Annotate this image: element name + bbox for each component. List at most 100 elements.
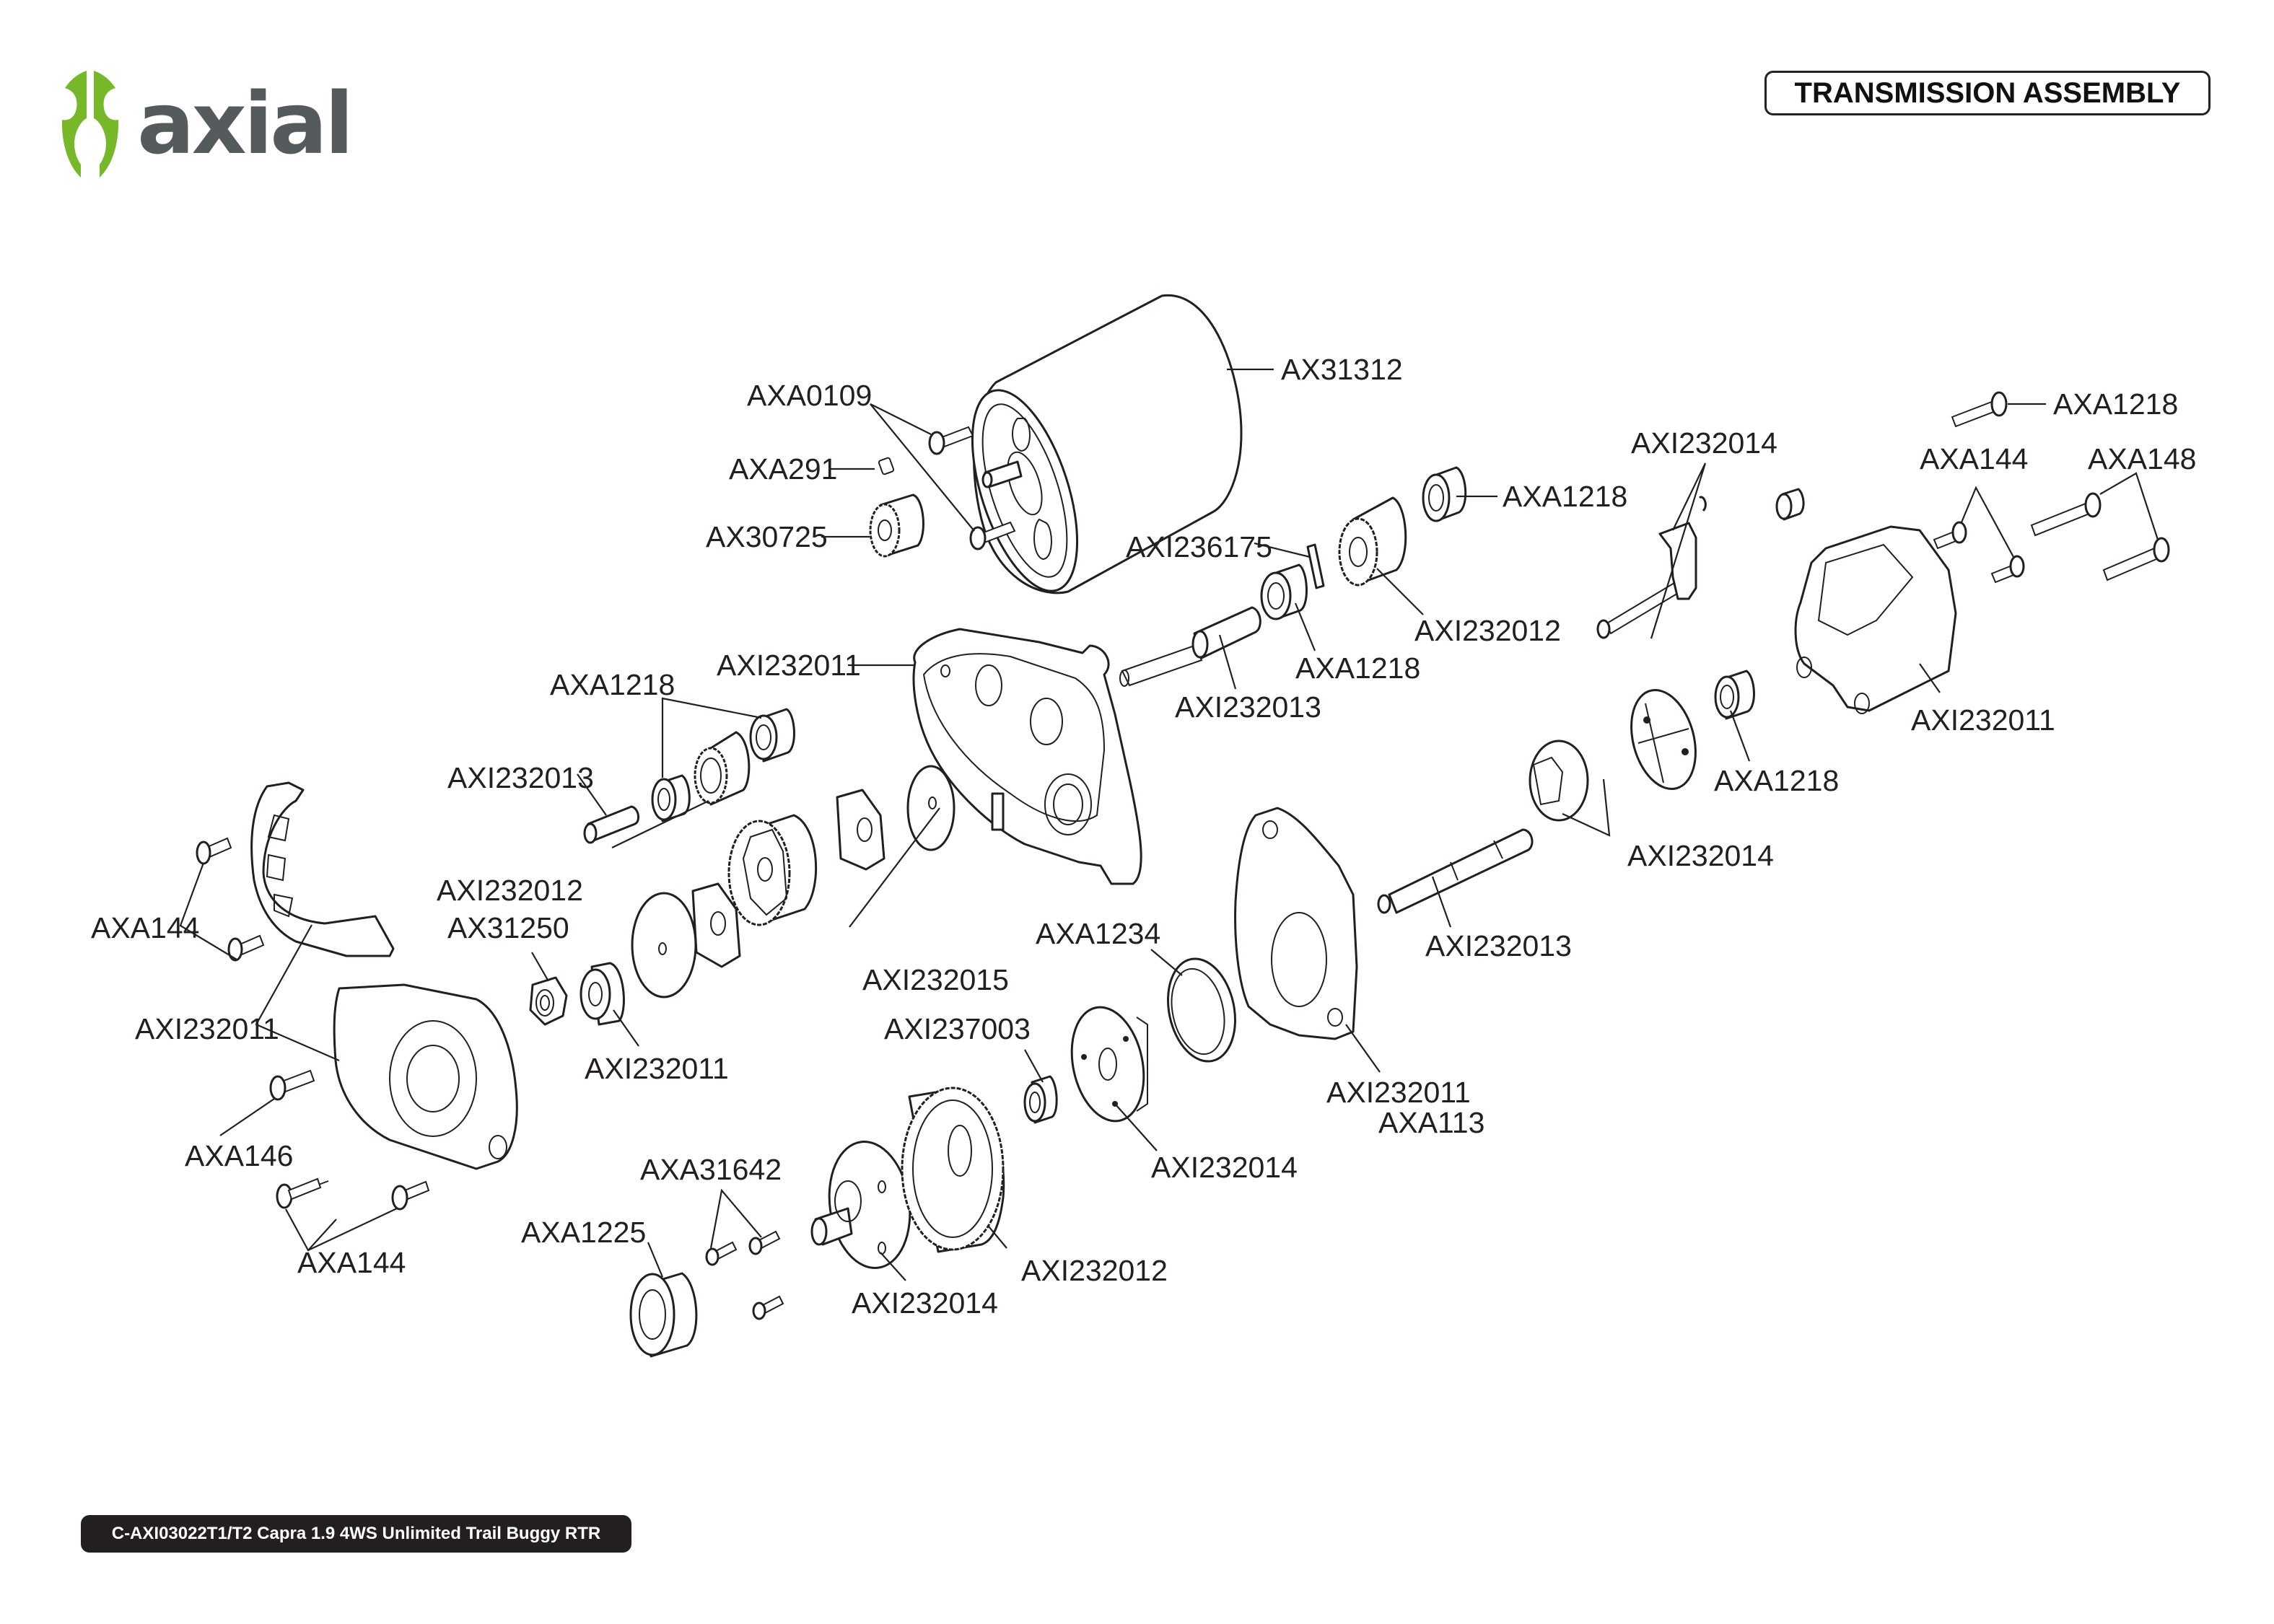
output-shaft-icon xyxy=(1377,828,1534,914)
leader-line xyxy=(2099,472,2159,540)
pinion-gear-icon xyxy=(869,493,924,558)
nut-icon xyxy=(529,976,568,1026)
leader-line xyxy=(849,807,940,928)
label-spacer: AXI232011 xyxy=(585,1052,729,1085)
set-screw-icon xyxy=(878,457,895,475)
gear-icon xyxy=(727,814,818,926)
side-case-part xyxy=(1234,807,1358,1040)
leader-line xyxy=(1650,462,1707,639)
leader-line xyxy=(613,1009,639,1047)
leader-line xyxy=(611,800,709,848)
axial-emblem-icon xyxy=(61,71,119,177)
label-cover-screw: AXA146 xyxy=(185,1139,293,1172)
product-badge-text: C-AXI03022T1/T2 Capra 1.9 4WS Unlimited … xyxy=(111,1524,601,1543)
spacer-icon xyxy=(580,962,625,1026)
leader-line xyxy=(1919,663,1941,693)
label-right-bearing: AXA1218 xyxy=(1714,764,1839,797)
leader-line xyxy=(1150,949,1183,976)
axial-logo: axial xyxy=(51,65,541,191)
leader-line xyxy=(647,1242,664,1278)
label-motor: AX31312 xyxy=(1281,353,1403,386)
bearing-icon xyxy=(1714,670,1755,720)
cap-screw-icon xyxy=(1951,391,2008,428)
motor-screw-icon xyxy=(928,426,974,455)
flat-head-screw-icon xyxy=(269,1069,315,1101)
socket-screw-icon xyxy=(752,1295,784,1320)
label-side-case-extra: AXA113 xyxy=(1378,1106,1484,1139)
label-mid-bearing: AXA1218 xyxy=(1295,651,1420,685)
label-cover-screws-bottom: AXA144 xyxy=(297,1246,406,1279)
label-idler-shaft: AXI232013 xyxy=(447,761,594,794)
label-pinion: AX30725 xyxy=(706,520,828,553)
dig-clutch-icon xyxy=(1529,689,1697,822)
leader-line xyxy=(255,924,340,1062)
label-big-bearing: AXA1225 xyxy=(521,1216,646,1249)
leader-line xyxy=(179,862,237,960)
cap-screw-icon xyxy=(2102,537,2170,581)
label-guard-and-cover: AXI232011 xyxy=(135,1012,279,1045)
rear-case-part xyxy=(1794,525,1957,714)
label-left-gears: AXI232012 xyxy=(437,874,583,907)
axial-wordmark: axial xyxy=(137,74,351,173)
label-rear-screw-top: AXA1218 xyxy=(2053,387,2178,421)
gear-icon xyxy=(1338,496,1407,587)
label-shift-parts: AXI232014 xyxy=(1631,426,1777,460)
label-motor-screws: AXA0109 xyxy=(747,379,872,412)
label-seal: AXA1234 xyxy=(1036,917,1160,950)
label-small-bearing: AXI237003 xyxy=(884,1012,1031,1045)
label-nut: AX31250 xyxy=(447,911,569,944)
leader-line xyxy=(1024,1049,1044,1083)
leader-line xyxy=(661,697,762,778)
shift-fork-icon xyxy=(1596,488,1805,639)
seal-icon xyxy=(1167,957,1236,1063)
label-main-case: AXI232011 xyxy=(717,649,861,682)
bearing-icon xyxy=(1260,563,1308,620)
leader-line xyxy=(709,1188,762,1249)
flat-head-screw-icon xyxy=(276,1177,329,1209)
leader-line xyxy=(1960,486,2014,558)
bearing-icon xyxy=(749,708,795,763)
flat-head-screw-icon xyxy=(391,1180,430,1211)
main-gearbox-case xyxy=(912,628,1142,885)
pin-icon xyxy=(1306,543,1325,589)
flat-head-screw-icon xyxy=(227,934,265,962)
slipper-plate-icon xyxy=(906,765,955,851)
label-left-bearings: AXA1218 xyxy=(550,668,675,701)
cap-screw-icon xyxy=(1990,555,2025,584)
leader-line xyxy=(1431,876,1452,928)
skid-guard-part xyxy=(250,781,395,957)
label-guard-screws-top: AXA144 xyxy=(91,911,199,944)
leader-line xyxy=(870,403,975,532)
label-top-gear: AXI232012 xyxy=(1414,614,1561,647)
label-rear-screws-short: AXA144 xyxy=(1920,442,2028,475)
label-top-bearing: AXA1218 xyxy=(1503,480,1627,513)
leader-line xyxy=(1294,602,1316,651)
label-spur-gear: AXI232012 xyxy=(1021,1254,1168,1287)
flat-head-screw-icon xyxy=(196,837,232,865)
leader-line xyxy=(880,1252,906,1281)
leader-line xyxy=(988,1226,1007,1249)
label-output-hub: AXI232014 xyxy=(852,1286,998,1320)
gear-icon xyxy=(694,731,751,806)
cap-screw-icon xyxy=(1933,521,1967,550)
label-output-shaft: AXI232013 xyxy=(1425,929,1572,962)
leader-line xyxy=(1562,778,1611,837)
leader-line xyxy=(285,1208,337,1252)
slipper-plate-icon xyxy=(631,892,697,998)
label-top-shaft: AXI232013 xyxy=(1175,690,1321,724)
socket-screw-icon xyxy=(705,1241,738,1266)
label-side-case: AXI232011 xyxy=(1326,1076,1471,1109)
label-dig-clutch: AXI232014 xyxy=(1627,839,1774,872)
leader-line xyxy=(1254,542,1311,558)
section-title: TRANSMISSION ASSEMBLY xyxy=(1764,71,2210,115)
label-diff-plate: AXI232014 xyxy=(1151,1151,1298,1184)
product-badge: C-AXI03022T1/T2 Capra 1.9 4WS Unlimited … xyxy=(81,1515,631,1553)
gearbox-cover-part xyxy=(333,983,518,1170)
motor-screw-icon xyxy=(969,521,1016,550)
label-pin: AXI236175 xyxy=(1126,530,1272,563)
leader-line xyxy=(577,773,607,816)
leader-line xyxy=(531,952,549,982)
leader-line xyxy=(1729,710,1751,762)
leader-line xyxy=(1114,1103,1158,1151)
